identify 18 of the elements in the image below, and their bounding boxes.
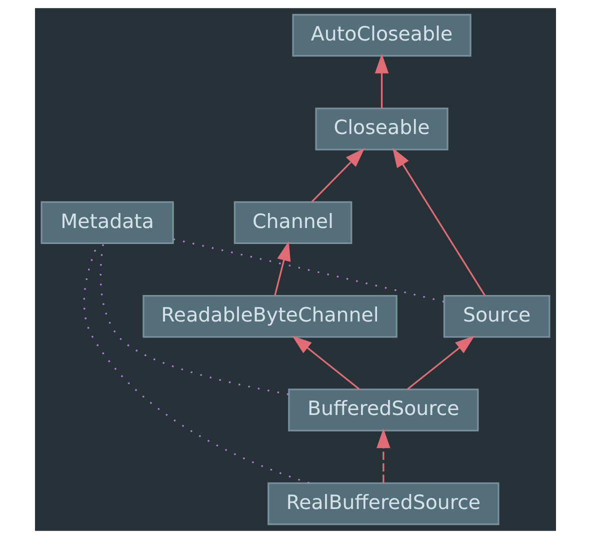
node-box: Metadata: [40, 201, 174, 244]
node-box: RealBufferedSource: [268, 482, 500, 526]
arrow: [292, 336, 360, 390]
node-box: BufferedSource: [288, 388, 479, 432]
arrow: [376, 428, 390, 483]
node-box: ReadableByteChannel: [142, 294, 398, 338]
node-box: Source: [443, 294, 550, 338]
arrow: [274, 241, 291, 296]
arrow: [406, 336, 475, 390]
connector: [172, 238, 444, 302]
connector: [100, 243, 289, 396]
arrow: [374, 54, 389, 108]
connector: [83, 242, 310, 484]
arrow: [311, 148, 365, 202]
node-box: Closeable: [315, 108, 448, 150]
arrow: [392, 148, 486, 296]
node-box: Channel: [234, 201, 352, 244]
node-box: AutoCloseable: [292, 14, 472, 57]
